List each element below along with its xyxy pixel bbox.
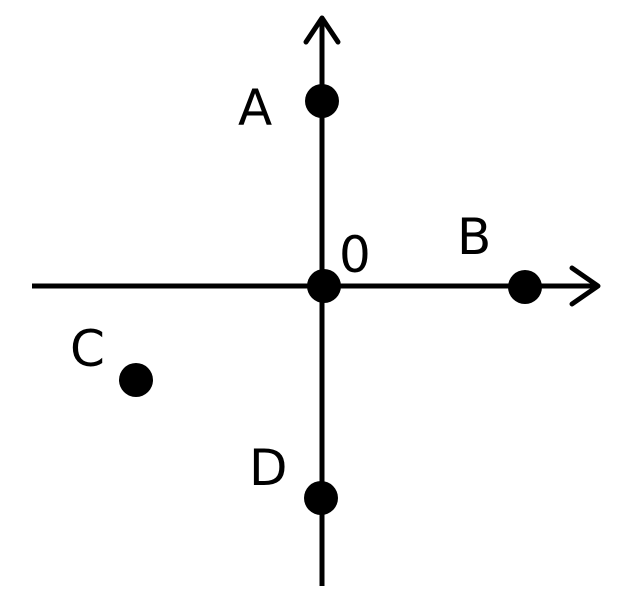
point-d-label: D: [249, 439, 288, 497]
horizontal-axis-arrowhead: [569, 265, 601, 307]
origin-label: 0: [339, 226, 371, 284]
point-b-label: B: [457, 208, 491, 266]
point-b: [508, 270, 542, 304]
origin-point: [307, 269, 341, 303]
point-d: [304, 481, 338, 515]
point-c-label: C: [70, 320, 105, 378]
point-a-label: A: [238, 79, 272, 137]
vertical-axis-arrowhead: [303, 15, 341, 45]
point-c: [119, 363, 153, 397]
point-a: [305, 84, 339, 118]
